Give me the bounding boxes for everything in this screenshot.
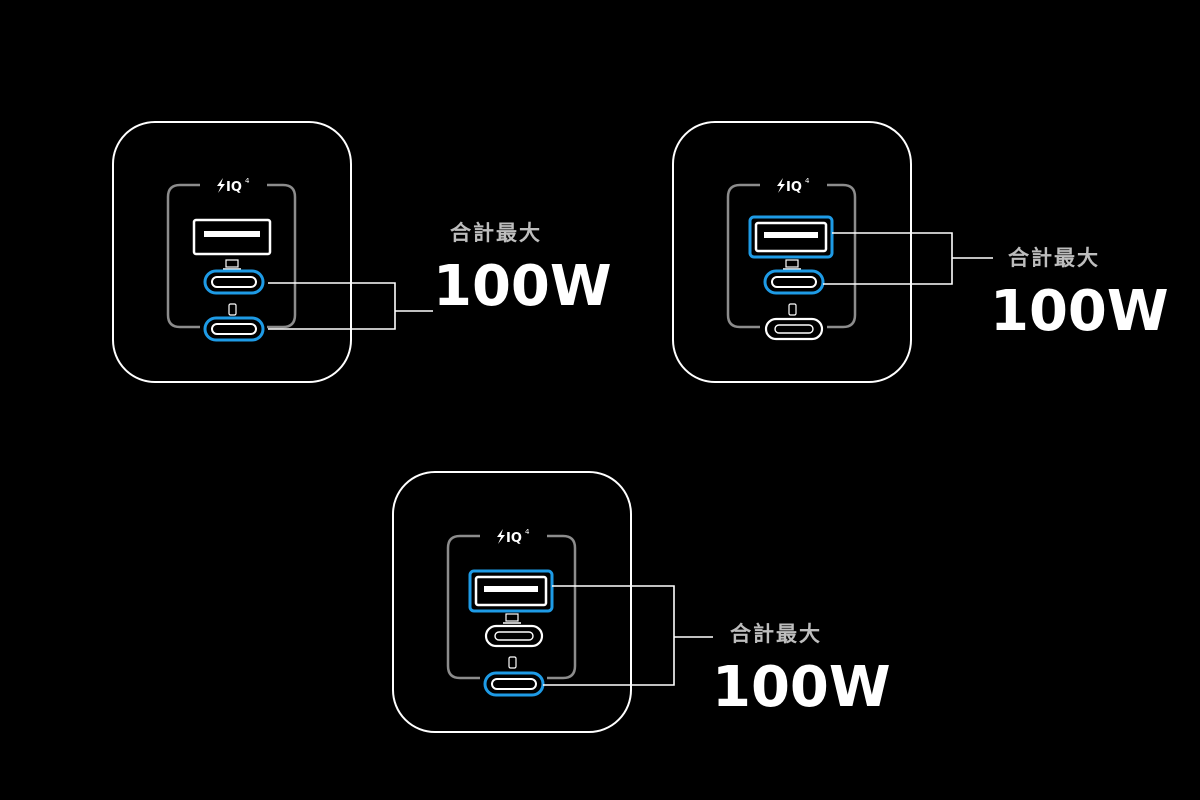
brand-name: IQ [786, 180, 802, 195]
brand-mark: IQ 4 [497, 528, 530, 546]
usb-c-port-1-highlight [763, 269, 825, 295]
usb-a-port-highlight [748, 215, 834, 259]
lightning-bolt-icon [777, 178, 785, 193]
brand-mark: IQ 4 [217, 177, 250, 195]
lightning-bolt-icon [497, 529, 505, 544]
laptop-icon [503, 613, 521, 624]
bracket-connector [823, 232, 993, 285]
laptop-icon [223, 259, 241, 270]
usb-c-port-1 [211, 276, 257, 288]
power-value: 100W [433, 254, 612, 319]
bracket-connector [268, 282, 433, 330]
brand-name: IQ [506, 531, 522, 546]
charger-body [392, 471, 632, 733]
caption-total-max: 合計最大 [730, 622, 822, 646]
usb-c-port-2-highlight [483, 671, 545, 697]
port-frame [446, 534, 577, 680]
laptop-icon [783, 259, 801, 270]
charger-diagram-2: IQ 4 合計最大 100W [672, 121, 1169, 383]
caption-total-max: 合計最大 [1008, 246, 1100, 270]
bracket-connector [543, 585, 713, 686]
usb-a-port-slot [204, 231, 260, 237]
usb-c-port-1-highlight [203, 269, 265, 295]
charger-diagram-3: IQ 4 合計最大 100W [392, 471, 891, 733]
charger-diagram-1: IQ 4 合計最大 100W [112, 121, 612, 383]
usb-a-port [474, 575, 548, 607]
usb-c-port-1 [484, 624, 544, 648]
usb-c-port-2 [764, 317, 824, 341]
lightning-bolt-icon [217, 178, 225, 193]
phone-icon [228, 303, 237, 316]
phone-icon [508, 656, 517, 669]
charger-body [112, 121, 352, 383]
brand-mark: IQ 4 [777, 177, 810, 195]
phone-icon [788, 303, 797, 316]
port-frame [166, 183, 297, 329]
usb-a-port-slot [484, 586, 538, 592]
usb-c-port-1-inner [494, 631, 534, 641]
brand-superscript: 4 [525, 528, 530, 536]
usb-a-port [192, 218, 272, 256]
usb-a-port [754, 221, 828, 253]
port-frame [726, 183, 857, 329]
brand-superscript: 4 [245, 177, 250, 185]
usb-c-port-2-highlight [203, 316, 265, 342]
usb-c-port-2 [491, 678, 537, 690]
usb-c-port-2-inner [774, 324, 814, 334]
usb-a-port-slot [764, 232, 818, 238]
brand-name: IQ [226, 180, 242, 195]
power-value: 100W [990, 279, 1169, 344]
power-value: 100W [712, 655, 891, 720]
charger-body [672, 121, 912, 383]
usb-a-port-highlight [468, 569, 554, 613]
usb-c-port-1 [771, 276, 817, 288]
caption-total-max: 合計最大 [450, 221, 542, 245]
usb-c-port-2 [211, 323, 257, 335]
brand-superscript: 4 [805, 177, 810, 185]
